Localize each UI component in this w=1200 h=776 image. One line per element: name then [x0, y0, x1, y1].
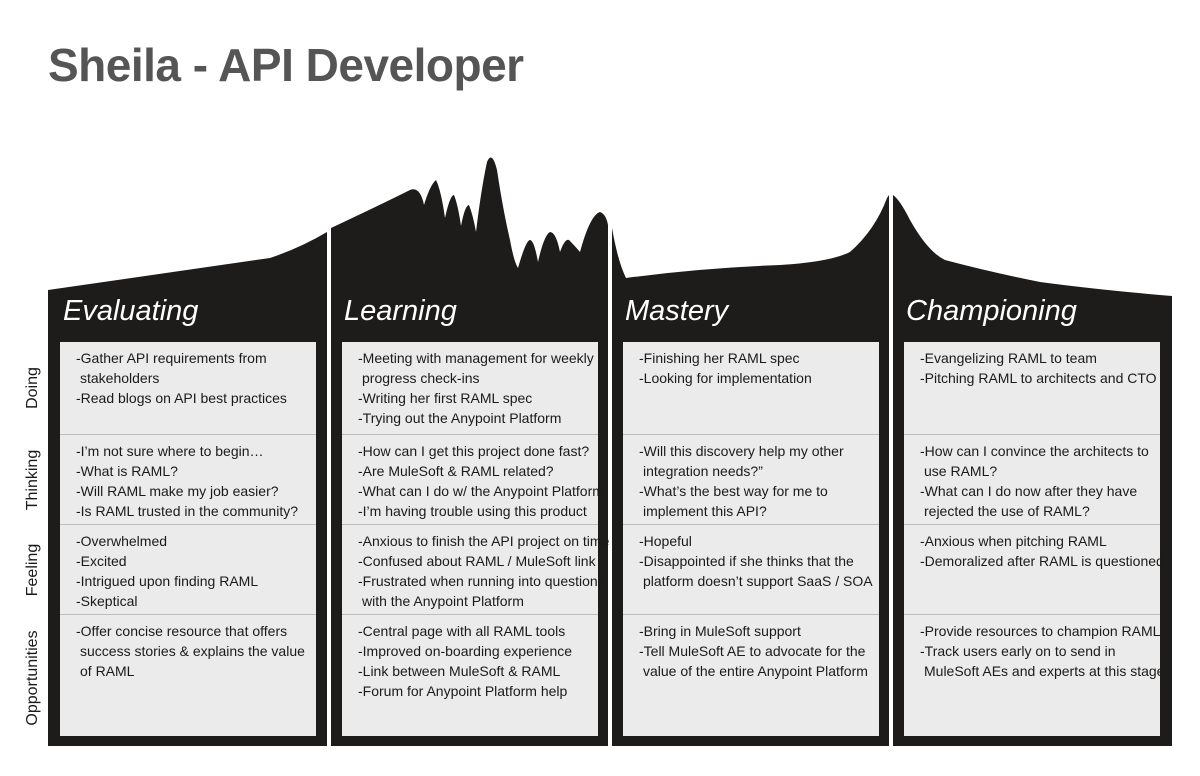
stage-panel-championing: -Evangelizing RAML to team -Pitching RAML… — [904, 342, 1165, 736]
stage-title-championing: Championing — [906, 295, 1077, 327]
row-label-thinking: Thinking — [24, 449, 41, 511]
cell-line: progress check-ins — [362, 370, 480, 386]
cell-line: rejected the use of RAML? — [924, 503, 1090, 519]
stage-title-learning: Learning — [344, 295, 457, 327]
cell-championing-thinking: -How can I convince the architects to use… — [904, 434, 1160, 524]
cell-mastery-thinking: -Will this discovery help my other integr… — [623, 434, 879, 524]
cell-evaluating-opportunities: -Offer concise resource that offers succe… — [60, 614, 316, 736]
cell-line: -Excited — [76, 553, 127, 569]
cell-evaluating-thinking: -I’m not sure where to begin… -What is RA… — [60, 434, 316, 524]
cell-line: -Read blogs on API best practices — [76, 390, 287, 406]
cell-line: -Demoralized after RAML is questioned — [920, 553, 1164, 569]
cell-learning-thinking: -How can I get this project done fast? -A… — [342, 434, 604, 524]
page-title: Sheila - API Developer — [48, 39, 524, 91]
cell-line: -Writing her first RAML spec — [358, 390, 533, 406]
cell-line: -How can I get this project done fast? — [358, 443, 590, 459]
cell-line: -What can I do now after they have — [920, 483, 1138, 499]
cell-line: stakeholders — [80, 370, 160, 386]
cell-line: -Will RAML make my job easier? — [76, 483, 279, 499]
cell-line: -Improved on-boarding experience — [358, 643, 573, 659]
cell-mastery-doing: -Finishing her RAML spec -Looking for imp… — [623, 342, 879, 434]
cell-championing-opportunities: -Provide resources to champion RAML -Trac… — [904, 614, 1165, 736]
cell-line: -Confused about RAML / MuleSoft link — [358, 553, 596, 569]
cell-line: -Bring in MuleSoft support — [639, 623, 801, 639]
row-label-opportunities: Opportunities — [24, 630, 41, 726]
cell-line: -Link between MuleSoft & RAML — [358, 663, 561, 679]
cell-line: -Is RAML trusted in the community? — [76, 503, 299, 519]
cell-line: implement this API? — [643, 503, 767, 519]
cell-line: platform doesn’t support SaaS / SOA — [643, 573, 873, 589]
cell-line: -Finishing her RAML spec — [639, 350, 800, 366]
stage-panel-evaluating: -Gather API requirements from stakeholder… — [60, 342, 316, 736]
cell-line: -Evangelizing RAML to team — [920, 350, 1097, 366]
stage-title-mastery: Mastery — [625, 295, 729, 327]
cell-line: -What is RAML? — [76, 463, 178, 479]
cell-evaluating-feeling: -Overwhelmed -Excited -Intrigued upon find… — [60, 524, 316, 614]
cell-line: -What can I do w/ the Anypoint Platform — [358, 483, 604, 499]
cell-line: -How can I convince the architects to — [920, 443, 1149, 459]
cell-learning-opportunities: -Central page with all RAML tools -Improv… — [342, 614, 598, 736]
cell-line: -Trying out the Anypoint Platform — [358, 410, 562, 426]
cell-line: -Central page with all RAML tools — [358, 623, 566, 639]
stage-panel-mastery: -Finishing her RAML spec -Looking for imp… — [623, 342, 879, 736]
cell-line: -Meeting with management for weekly — [358, 350, 594, 366]
cell-line: -What’s the best way for me to — [639, 483, 828, 499]
cell-championing-doing: -Evangelizing RAML to team -Pitching RAML… — [904, 342, 1160, 434]
cell-line: -Overwhelmed — [76, 533, 168, 549]
cell-mastery-opportunities: -Bring in MuleSoft support -Tell MuleSoft… — [623, 614, 879, 736]
cell-line: MuleSoft AEs and experts at this stage — [924, 663, 1165, 679]
cell-line: -Anxious to finish the API project on ti… — [358, 533, 610, 549]
cell-line: -I’m having trouble using this product — [358, 503, 587, 519]
cell-line: -Disappointed if she thinks that the — [639, 553, 854, 569]
stage-panel-learning: -Meeting with management for weekly progr… — [342, 342, 610, 736]
cell-line: -Hopeful — [639, 533, 692, 549]
cell-evaluating-doing: -Gather API requirements from stakeholder… — [60, 342, 316, 434]
cell-line: value of the entire Anypoint Platform — [643, 663, 868, 679]
cell-line: -I’m not sure where to begin… — [76, 443, 264, 459]
row-label-feeling: Feeling — [24, 543, 41, 597]
stage-title-evaluating: Evaluating — [63, 295, 199, 327]
cell-line: -Forum for Anypoint Platform help — [358, 683, 568, 699]
row-label-doing: Doing — [24, 367, 41, 409]
cell-line: -Track users early on to send in — [920, 643, 1116, 659]
cell-line: -Gather API requirements from — [76, 350, 267, 366]
cell-learning-feeling: -Anxious to finish the API project on ti… — [342, 524, 610, 614]
cell-line: -Skeptical — [76, 593, 138, 609]
cell-line: success stories & explains the value — [80, 643, 305, 659]
cell-championing-feeling: -Anxious when pitching RAML -Demoralized … — [904, 524, 1164, 614]
cell-line: with the Anypoint Platform — [362, 593, 524, 609]
cell-learning-doing: -Meeting with management for weekly progr… — [342, 342, 598, 434]
cell-line: -Tell MuleSoft AE to advocate for the — [639, 643, 866, 659]
cell-mastery-feeling: -Hopeful -Disappointed if she thinks that… — [623, 524, 879, 614]
cell-line: use RAML? — [924, 463, 998, 479]
cell-line: integration needs?” — [643, 463, 763, 479]
cell-line: -Provide resources to champion RAML — [920, 623, 1161, 639]
cell-line: -Looking for implementation — [639, 370, 812, 386]
cell-line: -Offer concise resource that offers — [76, 623, 288, 639]
cell-line: -Are MuleSoft & RAML related? — [358, 463, 554, 479]
cell-line: -Pitching RAML to architects and CTO — [920, 370, 1157, 386]
cell-line: -Anxious when pitching RAML — [920, 533, 1107, 549]
cell-line: -Will this discovery help my other — [639, 443, 844, 459]
cell-line: -Frustrated when running into questions — [358, 573, 605, 589]
cell-line: of RAML — [80, 663, 135, 679]
cell-line: -Intrigued upon finding RAML — [76, 573, 259, 589]
